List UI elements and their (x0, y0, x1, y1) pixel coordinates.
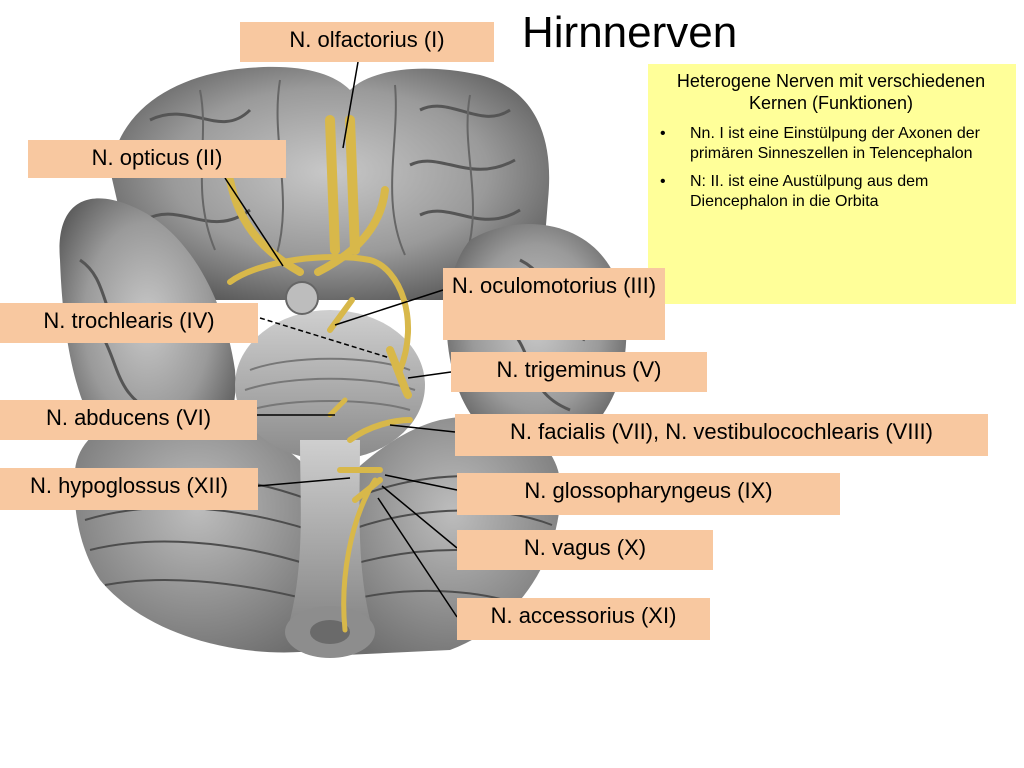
info-bullet-1: • Nn. I ist eine Einstülpung der Axonen d… (656, 124, 1006, 164)
label-glossopharyngeus: N. glossopharyngeus (IX) (457, 473, 840, 515)
cranial-nerves (226, 115, 413, 633)
info-bullet-2: • N: II. ist eine Austülpung aus dem Die… (656, 172, 1006, 212)
info-box: Heterogene Nerven mit verschiedenen Kern… (648, 64, 1016, 304)
label-vagus: N. vagus (X) (457, 530, 713, 570)
label-opticus: N. opticus (II) (28, 140, 286, 178)
label-abducens: N. abducens (VI) (0, 400, 257, 440)
page-title: Hirnnerven (522, 8, 738, 57)
info-list: • Nn. I ist eine Einstülpung der Axonen d… (656, 124, 1006, 212)
label-trochlearis: N. trochlearis (IV) (0, 303, 258, 343)
label-oculomotorius: N. oculomotorius (III) (443, 268, 665, 340)
info-bullet-text: N: II. ist eine Austülpung aus dem Dienc… (690, 173, 929, 210)
info-bullet-text: Nn. I ist eine Einstülpung der Axonen de… (690, 125, 980, 162)
label-hypoglossus: N. hypoglossus (XII) (0, 468, 258, 510)
info-heading: Heterogene Nerven mit verschiedenen Kern… (676, 71, 986, 113)
label-facialis-vestibulocochlearis: N. facialis (VII), N. vestibulocochleari… (455, 414, 988, 456)
label-trigeminus: N. trigeminus (V) (451, 352, 707, 392)
bullet-icon: • (660, 173, 666, 190)
label-olfactorius: N. olfactorius (I) (240, 22, 494, 62)
bullet-icon: • (660, 125, 666, 142)
label-accessorius: N. accessorius (XI) (457, 598, 710, 640)
brainstem (235, 281, 425, 658)
pointer-lines (224, 61, 458, 618)
